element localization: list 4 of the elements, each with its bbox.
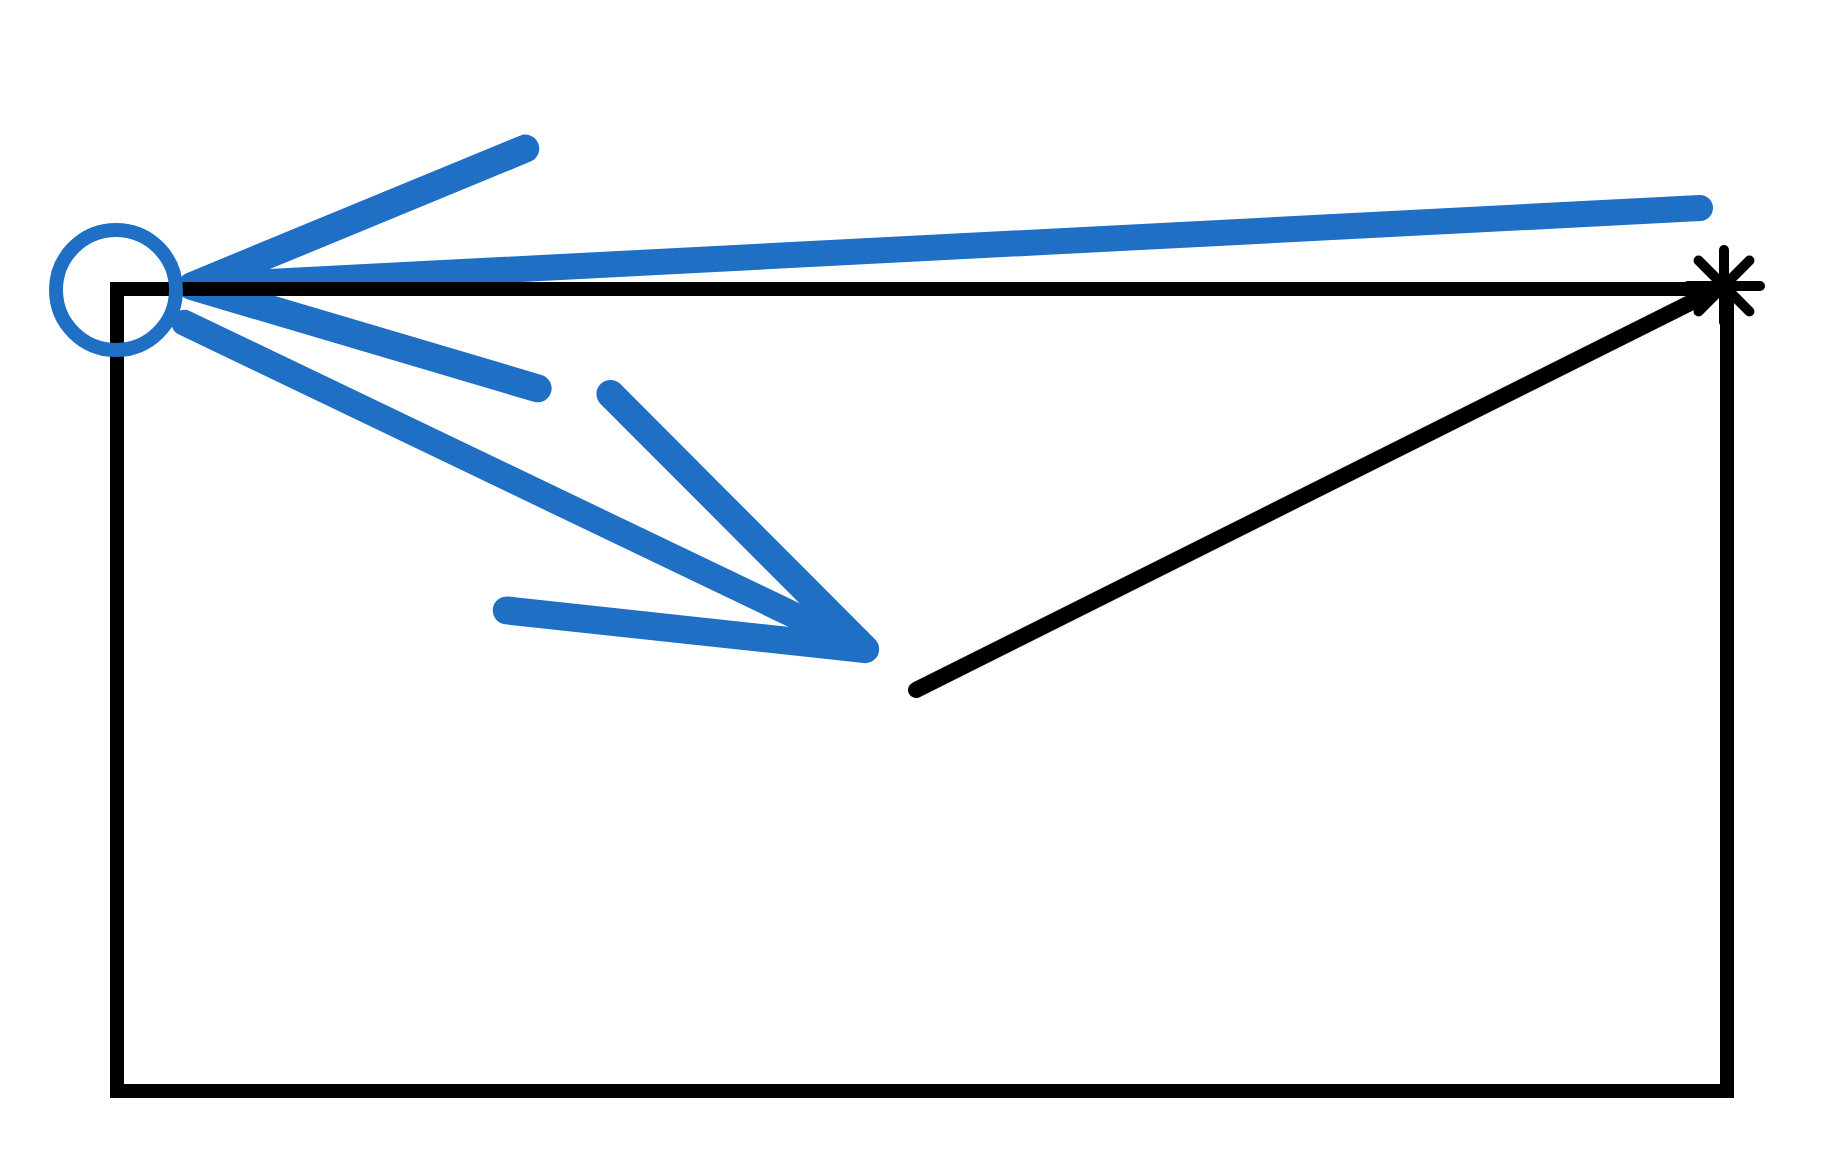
arrow [171, 309, 880, 664]
rectangle-outline [110, 282, 1734, 1098]
circle-marker [48, 222, 184, 358]
arrow [177, 134, 1713, 403]
